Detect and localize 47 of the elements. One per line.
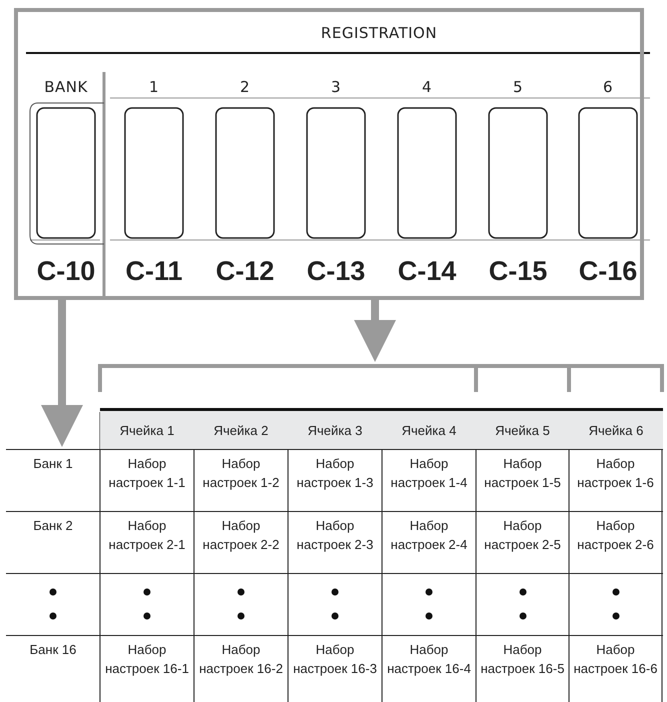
preset-name: Набор настроек 16-6 [572,641,658,678]
preset-name: Набор настроек 1-5 [483,455,562,492]
preset-name: Набор настроек 16-1 [104,641,190,678]
preset-name: Набор настроек 2-2 [202,517,280,554]
key-code: C-10 [36,256,96,287]
row-header: Банк 2 [32,517,74,535]
column-header: Ячейка 5 [476,408,569,449]
preset-name: Набор настроек 16-2 [198,641,284,678]
button-number: 4 [420,78,434,96]
preset-name: Набор настроек 1-6 [576,455,655,492]
key-code: C-14 [396,256,458,287]
arrow [41,300,83,447]
arrow [354,300,396,362]
preset-name: Набор настроек 2-1 [108,517,186,554]
preset-name: Набор настроек 1-1 [108,455,186,492]
preset-name: Набор настроек 2-6 [576,517,655,554]
bracket [96,362,666,392]
preset-name: Набор настроек 16-3 [292,641,378,678]
column-header: Ячейка 1 [100,408,194,449]
bank-label: BANK [43,78,89,96]
section-title: REGISTRATION [320,24,438,42]
button-number: 2 [238,78,252,96]
preset-name: Набор настроек 2-3 [296,517,374,554]
key-code: C-12 [214,256,276,287]
column-header: Ячейка 2 [194,408,288,449]
preset-name: Набор настроек 2-4 [390,517,468,554]
preset-name: Набор настроек 16-4 [386,641,472,678]
preset-name: Набор настроек 16-5 [480,641,566,678]
table-grid [6,449,663,702]
column-header: Ячейка 6 [569,408,663,449]
preset-name: Набор настроек 1-2 [202,455,280,492]
key-code: C-13 [306,256,366,287]
key-code: C-11 [124,256,184,287]
button-number: 6 [602,78,614,96]
preset-name: Набор настроек 2-5 [483,517,562,554]
row-header: Банк 16 [28,641,78,659]
preset-name: Набор настроек 1-3 [296,455,374,492]
key-code: C-15 [488,256,548,287]
column-header: Ячейка 3 [288,408,382,449]
button-number: 1 [148,78,160,96]
row-header: Банк 1 [32,455,74,473]
column-header: Ячейка 4 [382,408,476,449]
button-number: 5 [512,78,524,96]
button-number: 3 [330,78,342,96]
preset-name: Набор настроек 1-4 [390,455,468,492]
control-panel [14,8,644,300]
key-code: C-16 [578,256,638,287]
